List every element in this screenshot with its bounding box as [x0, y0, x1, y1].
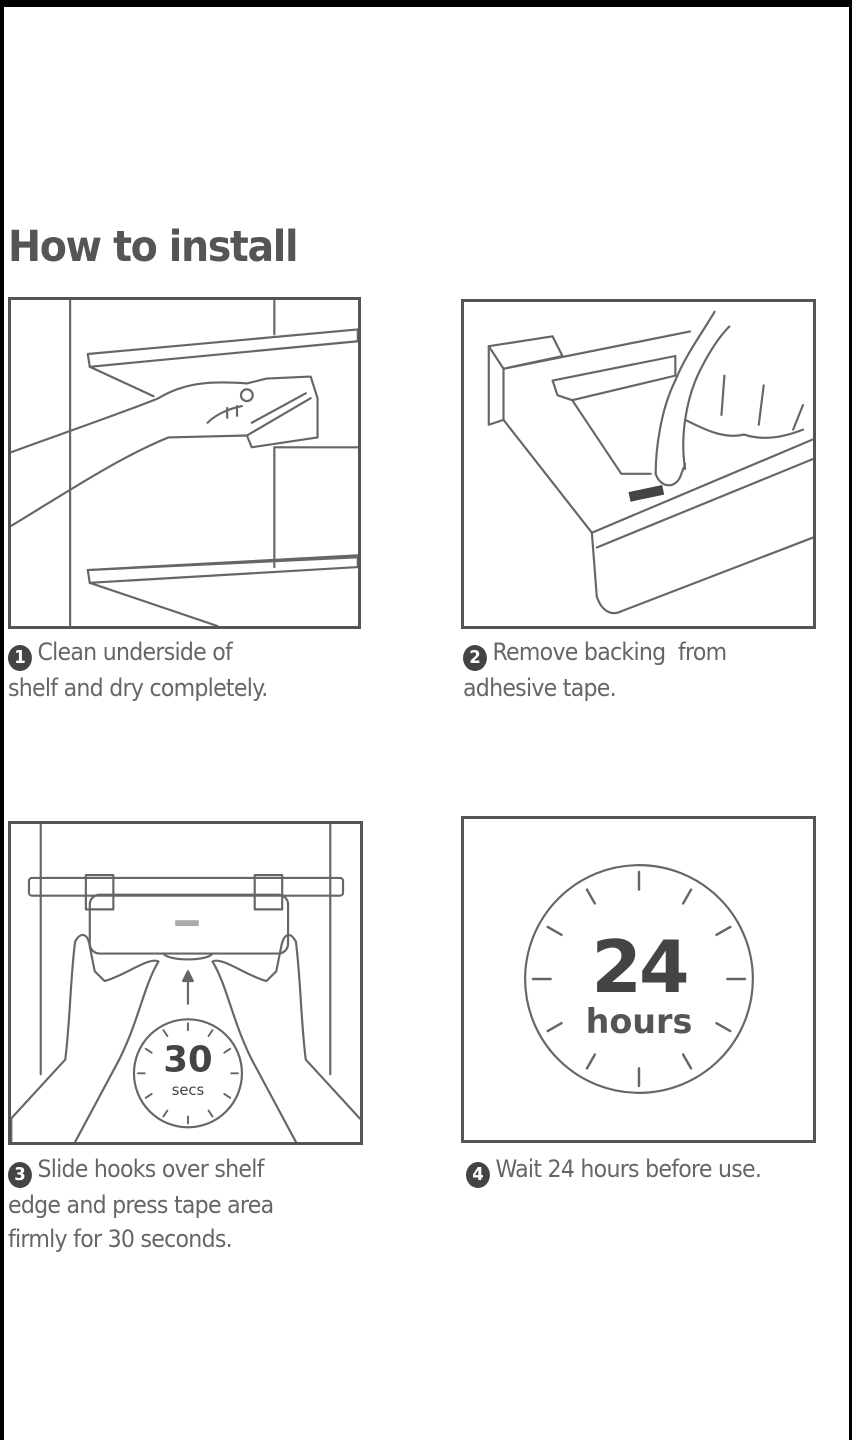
peeling-tape-icon — [487, 310, 813, 615]
step-1-illustration — [8, 297, 361, 629]
hands-pressing-hook-icon: 30 secs — [11, 824, 360, 1142]
instruction-page: How to install — [4, 7, 849, 1440]
step-number-badge: 1 — [8, 645, 32, 671]
svg-text:hours: hours — [586, 1002, 693, 1041]
step-3-illustration: 30 secs — [8, 821, 363, 1145]
step-number-badge: 3 — [8, 1162, 32, 1188]
step-number-badge: 4 — [466, 1162, 490, 1188]
svg-text:secs: secs — [172, 1082, 205, 1099]
svg-text:30: 30 — [163, 1039, 212, 1080]
page-title: How to install — [8, 222, 299, 272]
step-number-badge: 2 — [463, 645, 487, 671]
clock-24-hours-icon: 24 hours — [524, 864, 754, 1094]
svg-text:24: 24 — [591, 926, 687, 1010]
hand-wiping-shelf-icon — [11, 300, 358, 626]
step-4-illustration: 24 hours — [461, 816, 816, 1143]
step-2-illustration — [461, 299, 816, 629]
